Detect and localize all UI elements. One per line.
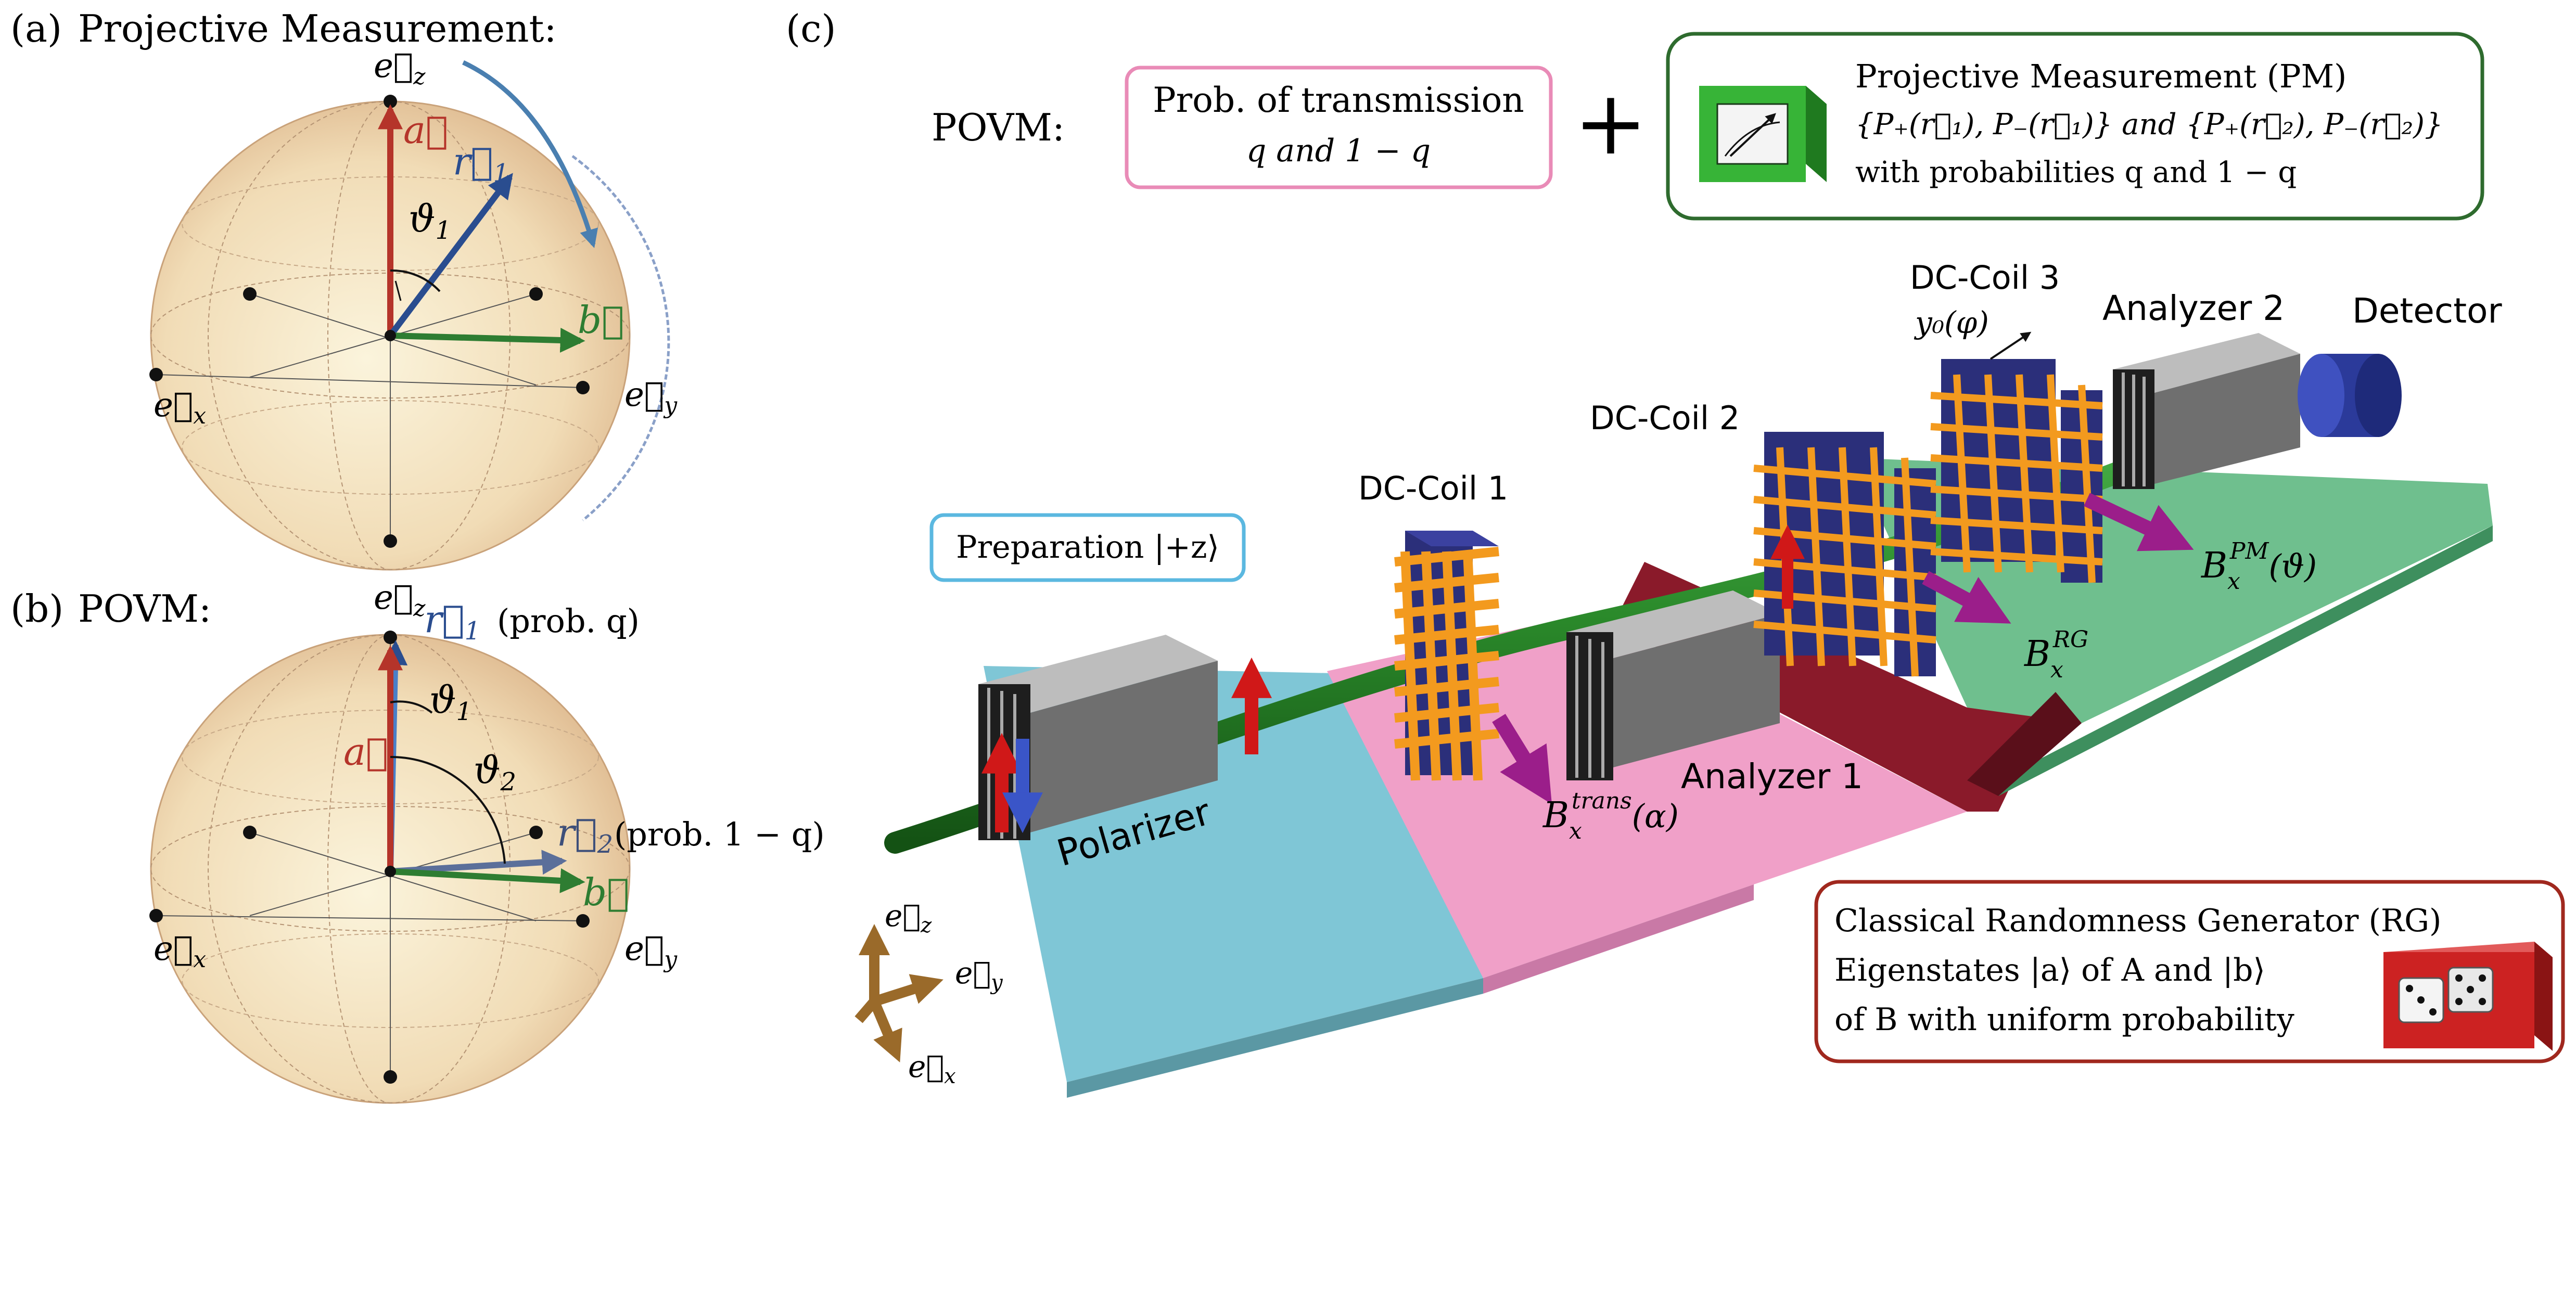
pm-meter-icon — [1699, 86, 1827, 182]
b-trans-arrow — [1492, 714, 1552, 804]
panel-a: (a) Projective Measurement: — [10, 7, 678, 571]
dc-coil-3-device — [1930, 359, 2103, 583]
detector-device — [2298, 354, 2402, 437]
bloch-sphere-a — [149, 60, 670, 571]
label-b-a: b⃗ — [578, 298, 624, 342]
panel-b-label: (b) — [10, 587, 63, 631]
transmission-line1: Prob. of transmission — [1153, 80, 1524, 120]
panel-b-title: POVM: — [78, 587, 211, 631]
panel-b: (b) POVM: e⃗ — [10, 579, 825, 1104]
label-b-b: b⃗ — [583, 870, 629, 914]
axis-label-ex: e⃗x — [908, 1049, 956, 1088]
axis-label-ez: e⃗z — [885, 898, 932, 938]
label-ey-b: e⃗y — [624, 930, 678, 973]
label-theta2-b: ϑ2 — [474, 748, 516, 797]
panel-a-label: (a) — [10, 7, 62, 50]
pm-line2: {P₊(r⃗₁), P₋(r⃗₁)} and {P₊(r⃗₂), P₋(r⃗₂)… — [1855, 108, 2443, 142]
label-theta1-a: ϑ1 — [409, 197, 451, 245]
label-ex-a: e⃗x — [154, 386, 206, 429]
analyzer-1-device — [1566, 590, 1780, 780]
vector-r2-b — [390, 850, 567, 875]
label-b-pm: BxPM(ϑ) — [2200, 538, 2317, 595]
rg-line3: of B with uniform probability — [1834, 1001, 2294, 1038]
label-a-b: a⃗ — [343, 730, 388, 774]
label-r1-prob: (prob. q) — [497, 602, 640, 640]
axes-indicator — [855, 924, 943, 1063]
label-b-trans: Bxtrans(α) — [1542, 788, 1679, 844]
label-r1-b: r⃗1 — [424, 597, 480, 646]
label-b-rg: BxRG — [2023, 626, 2088, 683]
dice-icon — [2383, 942, 2553, 1051]
label-ey-a: e⃗y — [624, 376, 678, 419]
axis-label-ey: e⃗y — [955, 955, 1003, 995]
label-dc-coil-3: DC-Coil 3 — [1910, 259, 2060, 297]
preparation-box: Preparation |+z⟩ — [929, 513, 1246, 582]
dc-coil-2-device — [1753, 432, 1936, 677]
label-ez-b: e⃗z — [374, 579, 426, 622]
panel-c-label: (c) — [786, 7, 836, 50]
transmission-line2: q and 1 − q — [1246, 133, 1431, 169]
label-r2-prob: (prob. 1 − q) — [614, 815, 825, 853]
rg-box: Classical Randomness Generator (RG) Eige… — [1814, 880, 2565, 1063]
label-theta1-b: ϑ1 — [429, 678, 472, 726]
preparation-text: Preparation |+z⟩ — [956, 529, 1219, 566]
vector-b — [390, 327, 585, 353]
pm-box: Projective Measurement (PM) {P₊(r⃗₁), P₋… — [1666, 32, 2484, 221]
label-ez-a: e⃗z — [374, 47, 426, 90]
transmission-box: Prob. of transmission q and 1 − q — [1125, 66, 1553, 189]
label-detector: Detector — [2352, 291, 2502, 331]
label-r2-b: r⃗2 — [557, 811, 613, 859]
dc-coil-1-device — [1394, 531, 1499, 781]
label-analyzer-2: Analyzer 2 — [2102, 288, 2285, 328]
pm-line3: with probabilities q and 1 − q — [1855, 156, 2297, 189]
rg-line2: Eigenstates |a⟩ of A and |b⟩ — [1834, 952, 2265, 988]
vector-r1 — [388, 173, 513, 338]
label-dc-coil-2: DC-Coil 2 — [1590, 399, 1740, 437]
label-y0: y₀(φ) — [1914, 305, 1989, 340]
bloch-sphere-b — [149, 631, 631, 1104]
panel-c: (c) POVM: Prob. of transmission q and 1 … — [786, 7, 2565, 1098]
rg-line1: Classical Randomness Generator (RG) — [1834, 903, 2441, 939]
b-pm-arrow — [2084, 493, 2194, 551]
label-a-a: a⃗ — [403, 108, 448, 152]
panel-a-title: Projective Measurement: — [78, 7, 557, 50]
plus-sign: + — [1574, 72, 1648, 175]
label-r1-a: r⃗1 — [453, 139, 509, 188]
label-ex-b: e⃗x — [154, 930, 206, 973]
pm-line1: Projective Measurement (PM) — [1855, 57, 2347, 95]
povm-label: POVM: — [932, 106, 1065, 149]
b-rg-arrow — [1922, 571, 2011, 624]
label-analyzer-1: Analyzer 1 — [1681, 756, 1863, 797]
analyzer-2-device — [2113, 333, 2300, 489]
y0-arrow — [1990, 331, 2032, 360]
label-dc-coil-1: DC-Coil 1 — [1358, 469, 1508, 507]
vector-b-b — [390, 868, 585, 893]
